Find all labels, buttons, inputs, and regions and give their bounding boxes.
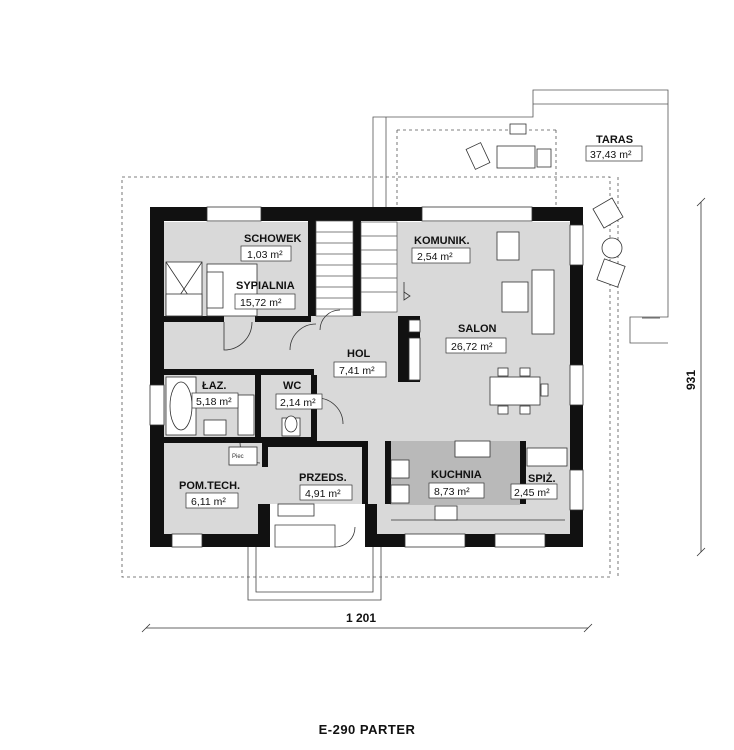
- height-dimension: 931: [684, 370, 698, 390]
- entrance-canopy: [247, 524, 382, 601]
- label-przeds: PRZEDS.: [299, 472, 347, 484]
- label-kuchnia: KUCHNIA: [431, 469, 482, 481]
- living-furniture: [408, 231, 555, 415]
- area-sypialnia: 15,72 m²: [240, 297, 282, 309]
- technical-equipment: Piec: [228, 446, 258, 466]
- area-salon: 26,72 m²: [451, 341, 493, 353]
- label-sypialnia: SYPIALNIA: [236, 280, 295, 292]
- plan-title: E-290 PARTER: [318, 722, 416, 737]
- boiler-label: Piec: [232, 454, 244, 460]
- area-hol: 7,41 m²: [339, 365, 375, 377]
- label-pomtech: POM.TECH.: [179, 480, 240, 492]
- label-wc: WC: [283, 380, 301, 392]
- label-spiz: SPIŻ.: [528, 472, 556, 485]
- area-pomtech: 6,11 m²: [191, 496, 226, 508]
- dimension-lines: [141, 197, 706, 633]
- room-labels: SCHOWEK 1,03 m² SYPIALNIA 15,72 m² KOMUN…: [179, 134, 643, 509]
- label-komunik: KOMUNIK.: [414, 235, 470, 247]
- area-wc: 2,14 m²: [280, 397, 316, 409]
- area-spiz: 2,45 m²: [514, 487, 550, 499]
- label-salon: SALON: [458, 323, 497, 335]
- bathroom-fixtures: [165, 376, 301, 437]
- area-komunik: 2,54 m²: [417, 251, 453, 263]
- area-laz: 5,18 m²: [196, 396, 232, 408]
- label-hol: HOL: [347, 348, 371, 360]
- terrace-furniture: [465, 123, 660, 319]
- area-przeds: 4,91 m²: [305, 488, 341, 500]
- label-schowek: SCHOWEK: [244, 233, 302, 245]
- area-schowek: 1,03 m²: [247, 249, 283, 261]
- area-kuchnia: 8,73 m²: [434, 486, 470, 498]
- label-laz: ŁAZ.: [202, 380, 226, 392]
- kitchen-fixtures: [390, 440, 568, 521]
- windows: [149, 206, 584, 548]
- area-taras: 37,43 m²: [590, 149, 632, 161]
- stairs: [315, 220, 398, 317]
- label-taras: TARAS: [596, 134, 633, 146]
- width-dimension: 1 201: [346, 611, 376, 625]
